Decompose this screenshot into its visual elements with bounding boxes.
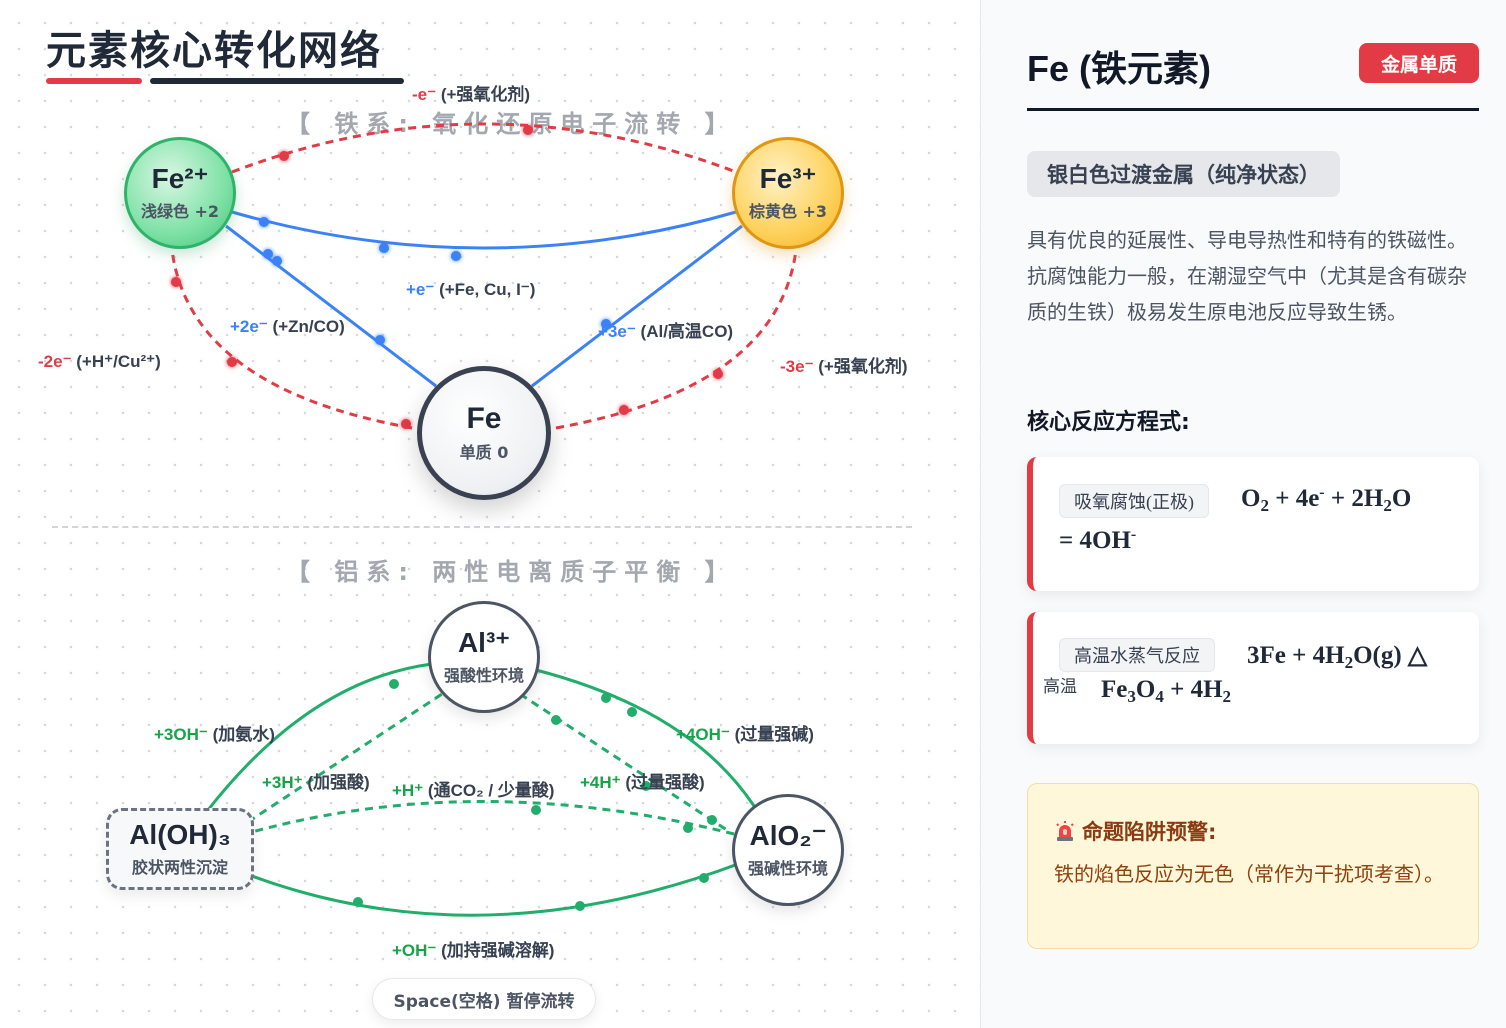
node-alo2-name: AlO₂⁻ — [749, 820, 827, 852]
particle — [713, 369, 723, 379]
edge-fe2-fe-reduction — [225, 224, 437, 388]
pause-hint-button[interactable]: Space(空格) 暂停流转 — [372, 978, 596, 1020]
particle — [272, 256, 282, 266]
particle — [375, 335, 385, 345]
edge-fe-fe3-oxidation — [555, 249, 798, 430]
edge-alo2-al3-acid — [519, 692, 731, 834]
info-subtitle: 银白色过渡金属（纯净状态） — [1027, 151, 1340, 197]
aluminum-section-label: 【 铝系: 两性电离质子平衡 】 — [286, 558, 737, 586]
edge-aloh3-al3 — [206, 662, 433, 811]
edge-label-alo2-aloh3: +H⁺ (通CO₂ / 少量酸) — [392, 781, 555, 800]
node-fe2-sub: 浅绿色 +2 — [140, 201, 220, 221]
node-aloh3-name: Al(OH)₃ — [129, 819, 231, 851]
info-description: 具有优良的延展性、导电导热性和特有的铁磁性。抗腐蚀能力一般，在潮湿空气中（尤其是… — [1027, 228, 1467, 324]
node-alo2-sub: 强碱性环境 — [747, 858, 828, 878]
equation-tag: 吸氧腐蚀(正极) — [1059, 484, 1209, 518]
title-underline-accent — [46, 78, 142, 84]
particle — [551, 715, 561, 725]
edge-label-fe2-fe3: -e⁻ (+强氧化剂) — [412, 85, 531, 104]
node-fe3[interactable]: Fe³⁺ 棕黄色 +3 — [732, 137, 844, 249]
warning-box: 命题陷阱预警: 铁的焰色反应为无色（常作为干扰项考查）。 — [1027, 783, 1479, 949]
edge-fe-fe2-oxidation — [170, 249, 413, 430]
warning-title: 命题陷阱预警: — [1054, 816, 1216, 846]
equation-formula: O2 + 4e- + 2H2O — [1241, 484, 1412, 515]
node-fe2-name: Fe²⁺ — [151, 163, 209, 195]
node-alo2[interactable]: AlO₂⁻ 强碱性环境 — [732, 794, 844, 906]
node-fe2[interactable]: Fe²⁺ 浅绿色 +2 — [124, 137, 236, 249]
edge-label-al3-aloh3: +3OH⁻ (加氨水) — [154, 725, 275, 744]
particle — [451, 251, 461, 261]
equation-tag: 高温水蒸气反应 — [1059, 638, 1215, 672]
particle — [259, 217, 269, 227]
edge-aloh3-alo2-base — [251, 862, 739, 917]
particle — [227, 357, 237, 367]
edge-label-alo2-al3: +4H⁺ (过量强酸) — [580, 773, 705, 792]
edge-label-fe-fe2: -2e⁻ (+H⁺/Cu²⁺) — [38, 352, 161, 371]
edge-aloh3-al3-acid — [247, 692, 443, 824]
equation-formula: 3Fe + 4H2O(g) △ — [1247, 642, 1428, 672]
edge-label-fe2-fe: +2e⁻ (+Zn/CO) — [230, 317, 345, 336]
particle — [601, 693, 611, 703]
particle — [641, 781, 651, 791]
edge-al3-alo2 — [535, 668, 756, 807]
edge-label-aloh3-alo2: +OH⁻ (加持强碱溶解) — [392, 941, 555, 960]
network-edges — [170, 122, 798, 917]
particle — [627, 707, 637, 717]
node-fe[interactable]: Fe 单质 0 — [417, 366, 551, 500]
particle — [389, 679, 399, 689]
particle — [619, 405, 629, 415]
info-divider — [1027, 108, 1479, 111]
info-title: Fe (铁元素) — [1027, 48, 1211, 89]
equation-formula-result: = 4OH- — [1059, 526, 1137, 555]
node-al3-sub: 强酸性环境 — [443, 665, 524, 685]
info-badge: 金属单质 — [1359, 43, 1479, 83]
node-al3[interactable]: Al³⁺ 强酸性环境 — [428, 601, 540, 713]
page-title: 元素核心转化网络 — [46, 28, 382, 74]
particle — [699, 873, 709, 883]
equation-condition: 高温 — [1043, 677, 1077, 696]
info-panel: Fe (铁元素) 金属单质 银白色过渡金属（纯净状态） 具有优良的延展性、导电导… — [980, 0, 1506, 1028]
edge-label-al3-alo2: +4OH⁻ (过量强碱) — [676, 725, 814, 744]
node-aloh3[interactable]: Al(OH)₃ 胶状两性沉淀 — [106, 808, 254, 890]
node-al3-name: Al³⁺ — [457, 627, 511, 659]
warning-text: 铁的焰色反应为无色（常作为干扰项考查）。 — [1054, 862, 1444, 886]
particle — [379, 243, 389, 253]
node-fe-sub: 单质 0 — [459, 442, 509, 462]
particle — [531, 805, 541, 815]
particle — [575, 901, 585, 911]
particle — [683, 823, 693, 833]
siren-icon — [1054, 820, 1076, 842]
equation-card: 吸氧腐蚀(正极) O2 + 4e- + 2H2O = 4OH- — [1027, 457, 1479, 591]
particle — [707, 815, 717, 825]
particle — [601, 319, 611, 329]
edge-fe3-fe-reduction — [531, 224, 743, 388]
node-fe3-name: Fe³⁺ — [759, 163, 817, 195]
equation-formula-result: Fe3O4 + 4H2 — [1101, 676, 1232, 706]
particle — [263, 249, 273, 259]
equations-heading: 核心反应方程式: — [1027, 410, 1190, 435]
particle — [279, 151, 289, 161]
particle — [401, 419, 411, 429]
node-fe-name: Fe — [466, 402, 502, 436]
edge-fe3-fe2-reduction — [231, 210, 737, 250]
particle — [171, 277, 181, 287]
edge-label-fe3-fe: +3e⁻ (Al/高温CO) — [598, 322, 734, 341]
particle — [523, 125, 533, 135]
edge-alo2-aloh3-acid — [251, 800, 735, 836]
section-divider — [52, 526, 912, 528]
equation-card: 高温水蒸气反应 3Fe + 4H2O(g) △ 高温 Fe3O4 + 4H2 — [1027, 612, 1479, 744]
edge-label-fe-fe3: -3e⁻ (+强氧化剂) — [780, 357, 908, 376]
edge-label-fe3-fe2: +e⁻ (+Fe, Cu, I⁻) — [406, 280, 536, 299]
warning-title-text: 命题陷阱预警: — [1082, 820, 1217, 844]
particle — [353, 897, 363, 907]
title-underline — [150, 78, 404, 84]
edge-label-aloh3-al3: +3H⁺ (加强酸) — [262, 773, 370, 792]
edge-fe2-fe3-oxidation — [231, 122, 737, 174]
node-aloh3-sub: 胶状两性沉淀 — [131, 857, 228, 877]
node-fe3-sub: 棕黄色 +3 — [748, 201, 828, 221]
network-canvas: 元素核心转化网络 【 铁系: 氧化还原电子流转 】 【 铝系: 两性电离质子平衡… — [0, 0, 980, 1028]
